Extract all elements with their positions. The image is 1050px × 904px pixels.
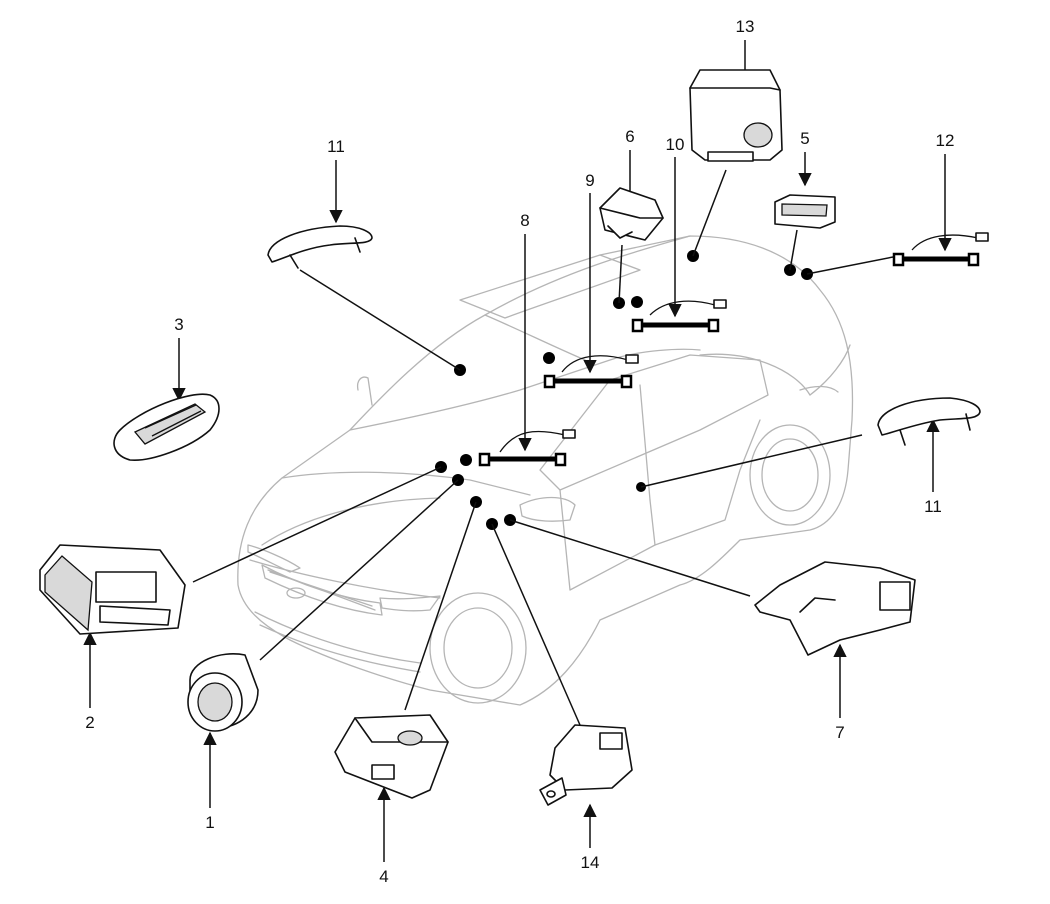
antenna-9 [543,354,639,389]
callout-arrows [83,40,952,862]
location-dots [435,250,813,530]
location-dot [543,352,555,364]
start-stop-button [187,653,259,732]
control-unit-4 [334,714,449,799]
callout-13: 13 [736,17,755,36]
callout-4: 4 [379,867,388,886]
callout-3: 3 [174,315,183,334]
vehicle-outline [237,235,854,706]
shroud-module-7 [754,561,916,656]
callout-8: 8 [520,211,529,230]
callout-6: 6 [625,127,634,146]
callout-7: 7 [835,723,844,742]
sensor-module-6 [599,187,664,241]
small-module-5 [774,194,836,229]
callout-11-right: 11 [924,497,942,516]
callout-1: 1 [205,813,214,832]
callout-labels: 1 2 3 4 5 6 7 8 9 10 11 11 12 13 14 [85,17,954,886]
callout-12: 12 [936,131,955,150]
door-handle-right [877,397,981,446]
switch-module [39,544,186,635]
antenna-12 [892,232,989,267]
leader-lines [192,169,894,726]
smart-key-unit-13 [689,69,783,162]
callout-9: 9 [585,171,594,190]
callout-10: 10 [666,135,685,154]
location-dot [687,250,699,262]
callout-5: 5 [800,129,809,148]
door-handle-left [267,225,373,269]
callout-2: 2 [85,713,94,732]
location-dot [631,296,643,308]
smart-key-fob [113,393,220,461]
callout-11-left: 11 [327,137,345,156]
location-dot [460,454,472,466]
relay-module-14 [539,724,633,806]
callout-14: 14 [581,853,600,872]
antenna-8 [478,429,576,467]
antenna-10 [631,299,727,333]
